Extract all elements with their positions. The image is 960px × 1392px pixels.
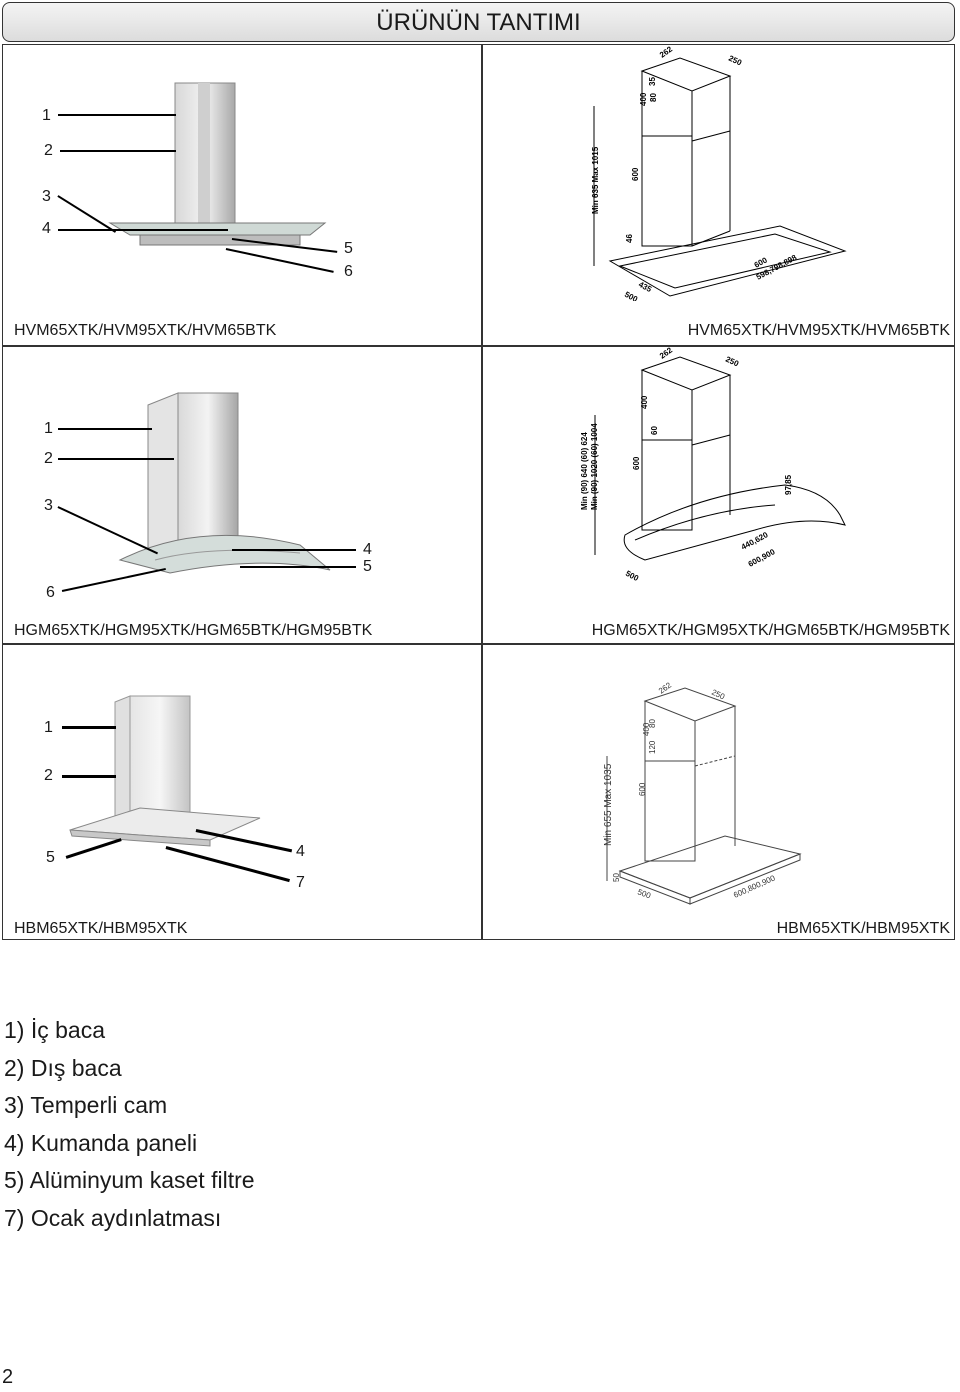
svg-text:Min 655 Max 1035: Min 655 Max 1035 [603,763,614,846]
page-title: ÜRÜNÜN TANTIMI [2,2,955,42]
legend-item: 3) Temperli cam [4,1092,168,1118]
svg-text:400: 400 [642,722,651,736]
dimension-drawing-hvm: 262 250 400 35 80 Min 635 Max 1015 600 4… [591,46,847,301]
callout-2: 2 [44,450,53,467]
svg-text:60: 60 [650,426,659,435]
svg-text:400: 400 [639,92,648,106]
leader-line-2 [60,150,176,152]
svg-text:46: 46 [625,234,634,243]
svg-text:Min 635 Max 1015: Min 635 Max 1015 [591,146,600,214]
leader-line-2 [58,458,174,460]
leader-line-4 [58,229,228,231]
hood-photo-hgm [118,392,331,574]
svg-text:500: 500 [624,569,640,583]
callout-5: 5 [46,849,55,866]
callout-5: 5 [344,240,353,257]
svg-text:400: 400 [640,395,649,409]
leader-line-2 [62,775,116,778]
page-number: 2 [2,1366,14,1388]
svg-text:262: 262 [657,680,674,695]
callout-7: 7 [296,874,305,891]
callout-2: 2 [44,142,53,159]
callout-3: 3 [44,497,53,514]
callout-4: 4 [42,220,51,237]
caption-hvm-left: HVM65XTK/HVM95XTK/HVM65BTK [14,322,277,339]
callout-3: 3 [42,188,51,205]
leader-line-5 [240,566,356,568]
svg-text:600: 600 [632,456,641,470]
caption-hbm-left: HBM65XTK/HBM95XTK [14,920,188,937]
svg-text:500: 500 [636,887,652,900]
legend-item: 2) Dış baca [4,1054,122,1081]
leader-line-1 [58,114,176,116]
svg-text:80: 80 [649,93,658,102]
callout-5: 5 [363,558,372,575]
hood-photo-hbm [69,695,261,847]
callout-6: 6 [46,584,55,601]
legend-item: 1) İç baca [4,1017,105,1043]
svg-text:Min (90) 1020 (60) 1004: Min (90) 1020 (60) 1004 [590,423,599,510]
callout-1: 1 [44,719,53,736]
dimension-drawing-hbm: 262 250 400 80 120 Min 655 Max 1035 600 … [603,680,802,905]
svg-text:435: 435 [637,280,653,294]
legend-item: 4) Kumanda paneli [4,1129,198,1156]
callout-2: 2 [44,767,53,784]
svg-text:97,85: 97,85 [784,474,793,495]
svg-text:250: 250 [710,688,726,702]
svg-text:600: 600 [631,167,640,181]
caption-hbm-right: HBM65XTK/HBM95XTK [776,920,950,937]
svg-text:250: 250 [727,54,743,68]
callout-1: 1 [42,107,51,124]
caption-hgm-right: HGM65XTK/HGM95XTK/HGM65BTK/HGM95BTK [591,622,950,639]
svg-text:600,900: 600,900 [747,547,777,569]
caption-hgm-left: HGM65XTK/HGM95XTK/HGM65BTK/HGM95BTK [14,622,373,639]
svg-text:Min (90) 640 (60) 624: Min (90) 640 (60) 624 [580,432,589,510]
legend-item: 5) Alüminyum kaset filtre [4,1167,255,1193]
grid-divider-vertical [481,45,483,939]
caption-hvm-right: HVM65XTK/HVM95XTK/HVM65BTK [687,322,950,339]
product-grid [2,44,955,940]
svg-text:80: 80 [648,719,657,728]
leader-line-1 [62,726,116,729]
hood-photo-hvm [108,82,327,246]
svg-text:35: 35 [648,77,657,86]
legend-item: 7) Ocak aydınlatması [4,1204,222,1231]
callout-1: 1 [44,420,53,437]
svg-text:262: 262 [658,46,675,60]
svg-text:50: 50 [612,873,621,882]
leader-line-4 [232,549,356,551]
svg-text:600,800,900: 600,800,900 [732,873,777,900]
grid-divider-row1 [3,345,954,347]
callout-6: 6 [344,263,353,280]
dimension-drawing-hgm: 262 250 400 60 Min (90) 640 (60) 624 Min… [580,345,846,583]
callout-4: 4 [363,541,372,558]
svg-text:250: 250 [724,355,740,369]
parts-legend: 1) İç baca 2) Dış baca 3) Temperli cam 4… [4,1012,255,1237]
callout-4: 4 [296,843,305,860]
svg-text:600: 600 [638,782,647,796]
grid-divider-row2 [3,643,954,645]
leader-line-1 [58,428,152,430]
svg-text:500: 500 [623,290,639,301]
svg-text:120: 120 [648,740,657,754]
svg-text:262: 262 [658,345,675,360]
